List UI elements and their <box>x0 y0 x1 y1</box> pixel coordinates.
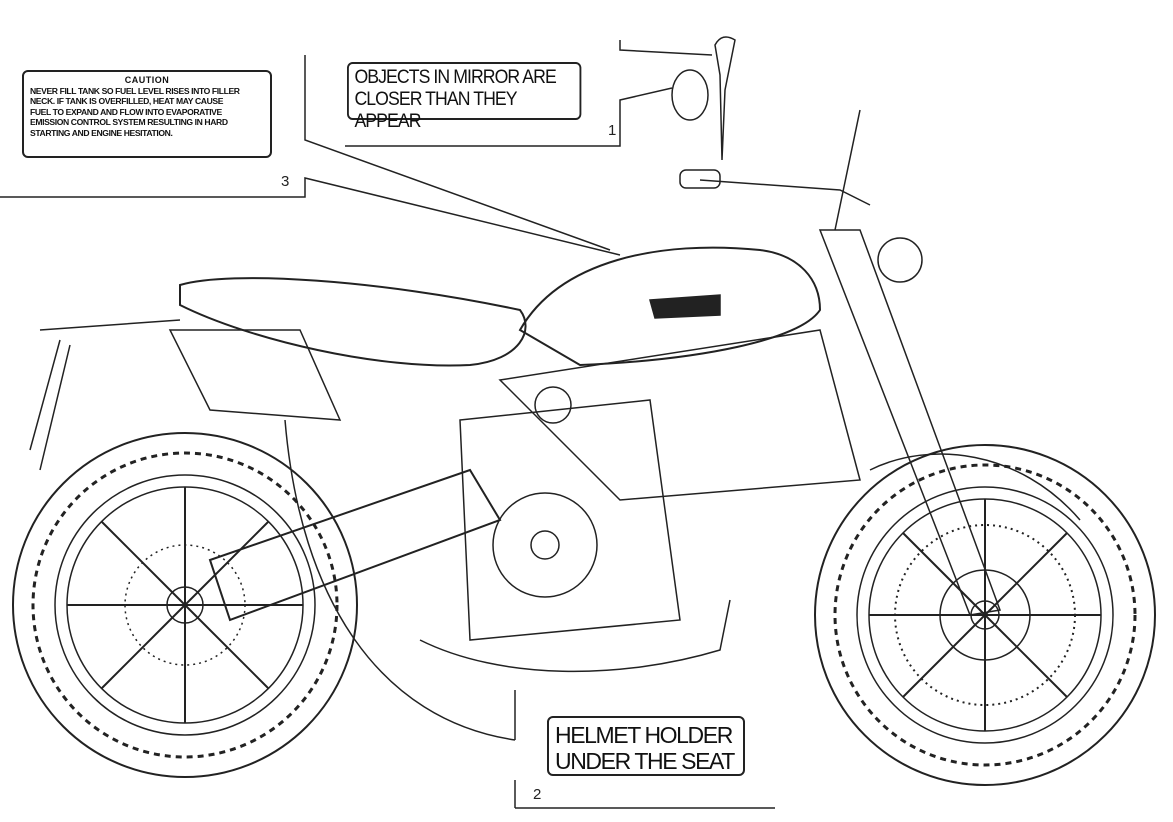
callout-number-1: 1 <box>608 122 617 139</box>
mirror-warning-label: OBJECTS IN MIRROR ARE CLOSER THAN THEY A… <box>347 62 582 132</box>
helmet-holder-label: HELMET HOLDER UNDER THE SEAT <box>547 716 745 776</box>
caution-line: FUEL TO EXPAND AND FLOW INTO EVAPORATIVE <box>30 106 222 117</box>
front-fork-and-handlebar <box>671 36 1081 616</box>
callout-leaders <box>0 40 775 809</box>
callout-number-2: 2 <box>533 786 542 803</box>
helmet-line: HELMET HOLDER <box>555 722 733 748</box>
rear-wheel <box>12 432 358 778</box>
mirror-right-icon <box>714 36 736 161</box>
callout-number-3: 3 <box>281 173 290 190</box>
caution-fuel-label: CAUTION NEVER FILL TANK SO FUEL LEVEL RI… <box>22 70 272 158</box>
caution-line: NECK. IF TANK IS OVERFILLED, HEAT MAY CA… <box>30 96 224 107</box>
body-frame-engine <box>29 246 861 673</box>
caution-line: STARTING AND ENGINE HESITATION. <box>30 127 173 138</box>
caution-title: CAUTION <box>124 75 170 85</box>
caution-line: NEVER FILL TANK SO FUEL LEVEL RISES INTO… <box>30 85 240 96</box>
mirror-line: CLOSER THAN THEY APPEAR <box>354 89 517 132</box>
mirror-left-icon <box>671 69 709 121</box>
mirror-line: OBJECTS IN MIRROR ARE <box>354 67 556 88</box>
helmet-line: UNDER THE SEAT <box>555 748 735 774</box>
front-wheel <box>814 444 1156 786</box>
caution-line: EMISSION CONTROL SYSTEM RESULTING IN HAR… <box>30 117 228 128</box>
